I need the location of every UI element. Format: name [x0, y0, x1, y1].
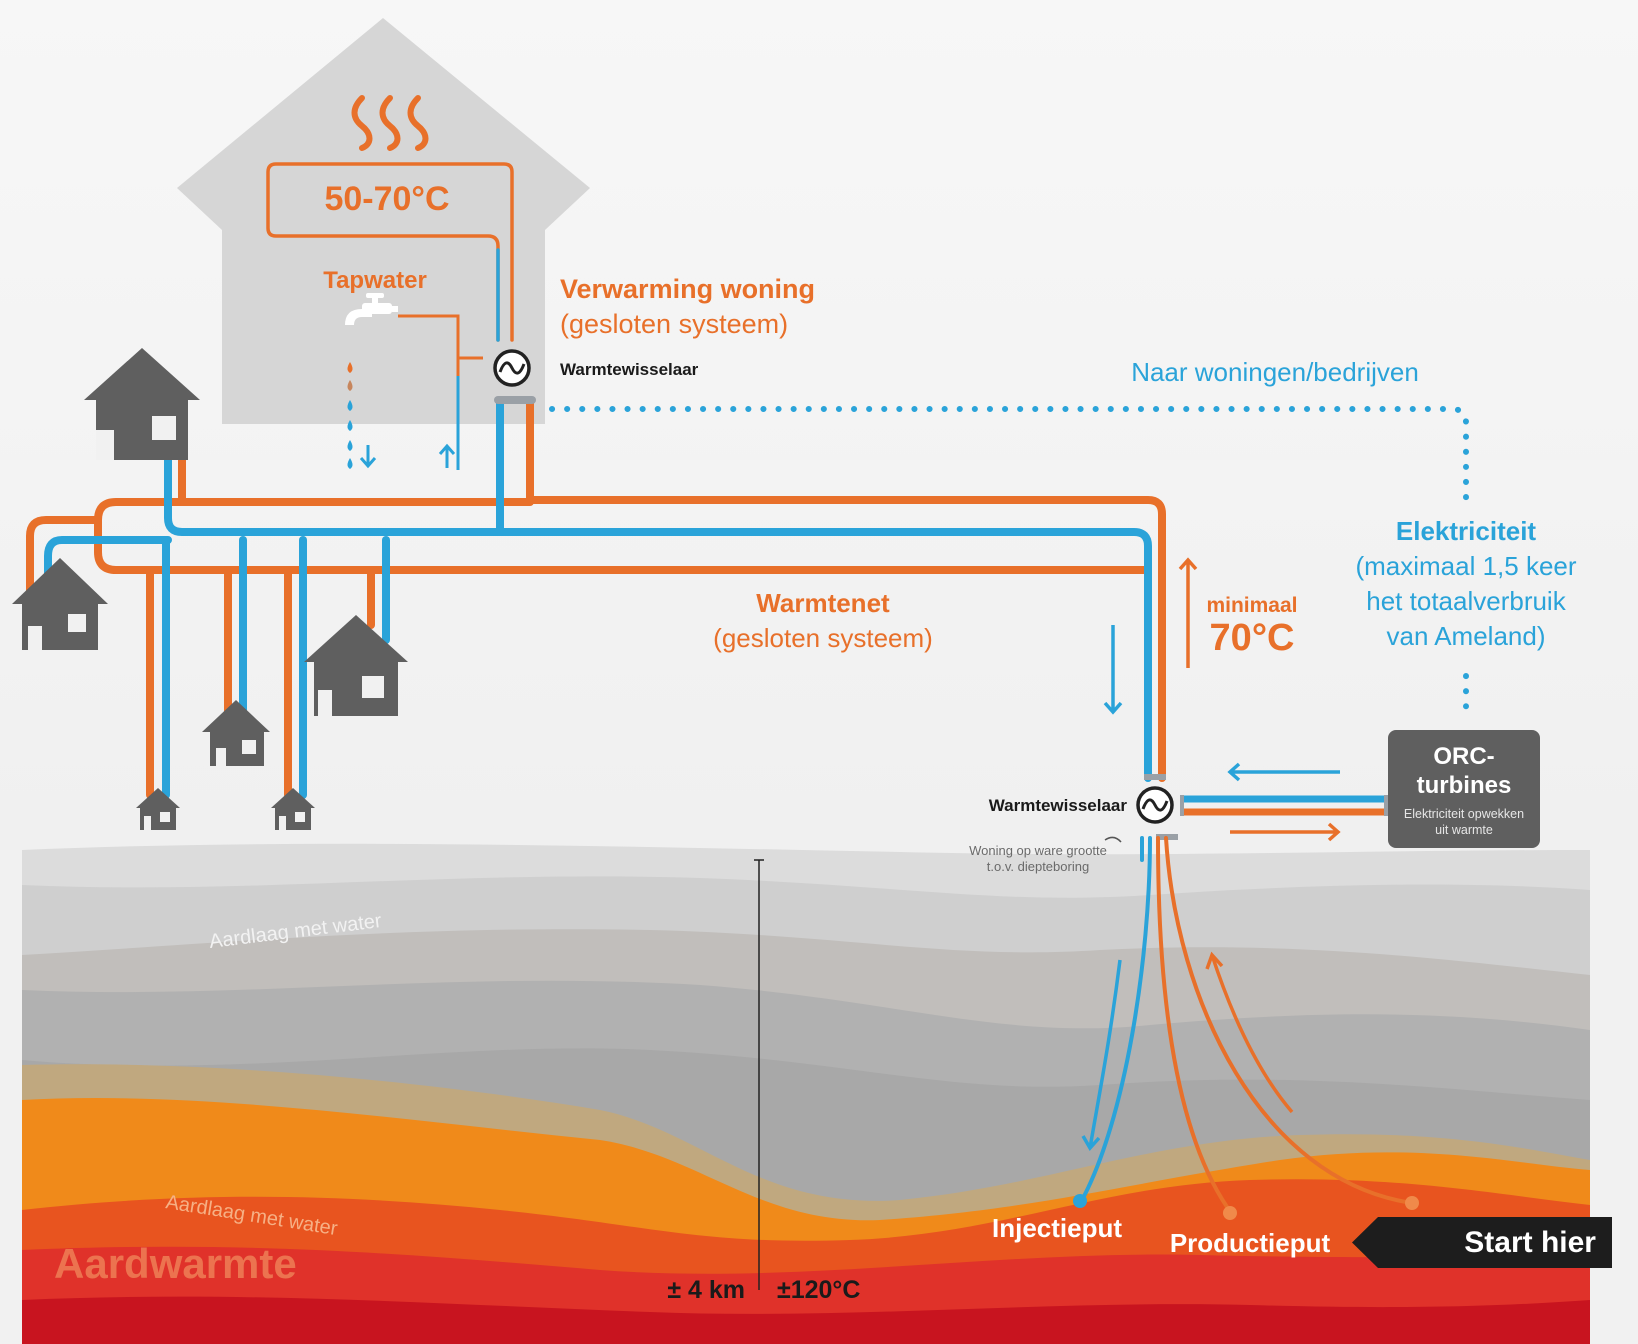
tap-icon [345, 293, 398, 325]
house-exchanger-label: Warmtewisselaar [560, 360, 699, 379]
electricity-line3: van Ameland) [1387, 621, 1546, 651]
scale-note-arrow-icon [1104, 836, 1122, 843]
house-icon [12, 558, 108, 650]
network-subtitle: (gesloten systeem) [713, 623, 933, 653]
electricity-line1: (maximaal 1,5 keer [1355, 551, 1576, 581]
orc-pipes [1180, 795, 1388, 816]
orc-desc2: uit warmte [1435, 823, 1493, 837]
house-heat-exchanger-icon [493, 349, 531, 387]
scale-note1: Woning op ware grootte [969, 843, 1107, 858]
well-pipes [1080, 836, 1414, 1216]
heating-subtitle: (gesloten systeem) [560, 309, 788, 339]
depth-label: ± 4 km [667, 1276, 745, 1304]
scale-note2: t.o.v. diepteboring [987, 859, 1089, 874]
electricity-line2: het totaalverbruik [1366, 586, 1566, 616]
neighbor-houses [12, 348, 408, 830]
min-label: minimaal [1206, 594, 1297, 617]
house-icon [136, 788, 180, 830]
tap-pipes [398, 314, 483, 470]
electricity-to-label: Naar woningen/bedrijven [1131, 357, 1419, 387]
start-button-label: Start hier [1464, 1226, 1596, 1259]
water-drops-icon [347, 362, 353, 469]
tapwater-label: Tapwater [323, 267, 427, 294]
orc-right-arrow-icon [1230, 822, 1341, 842]
orc-left-arrow-icon [1227, 762, 1340, 782]
geothermal-label: Aardwarmte [54, 1240, 297, 1287]
house-icon [84, 348, 200, 460]
house-icon [304, 615, 408, 716]
electricity-line [549, 406, 1469, 723]
big-house [177, 18, 590, 424]
flow-up-arrow-icon [1178, 557, 1198, 668]
depth-temp: ±120°C [777, 1276, 860, 1304]
production-arrow-icon [1205, 951, 1294, 1114]
production-well-label: Productieput [1170, 1228, 1331, 1258]
injection-well-label: Injectieput [992, 1213, 1122, 1243]
house-icon [271, 788, 315, 830]
orc-desc1: Elektriciteit opwekken [1404, 807, 1524, 821]
well-endpoints [1073, 1194, 1419, 1220]
plant-heat-exchanger-icon [1136, 786, 1174, 824]
heat-network-pipes [26, 396, 1166, 799]
orc-turbines-box: ORC- turbines Elektriciteit opwekken uit… [1388, 730, 1540, 848]
orc-title2: turbines [1417, 772, 1512, 799]
heat-waves-icon [351, 95, 429, 151]
house-icon [202, 700, 270, 766]
orc-title1: ORC- [1433, 743, 1494, 770]
network-title: Warmtenet [756, 588, 890, 618]
electricity-title: Elektriciteit [1396, 516, 1537, 546]
radiator-loop [266, 162, 514, 342]
heating-title: Verwarming woning [560, 274, 815, 304]
house-temperature: 50-70°C [324, 180, 449, 218]
depth-marker [754, 859, 764, 1290]
start-button[interactable]: Start hier [1352, 1217, 1612, 1268]
plant-exchanger-label: Warmtewisselaar [989, 796, 1128, 815]
injection-arrow-icon [1081, 959, 1122, 1151]
flow-down-arrow-icon [1103, 625, 1123, 715]
up-arrow-icon [438, 443, 456, 468]
min-temp: 70°C [1210, 617, 1295, 659]
down-arrow-icon [359, 445, 377, 469]
